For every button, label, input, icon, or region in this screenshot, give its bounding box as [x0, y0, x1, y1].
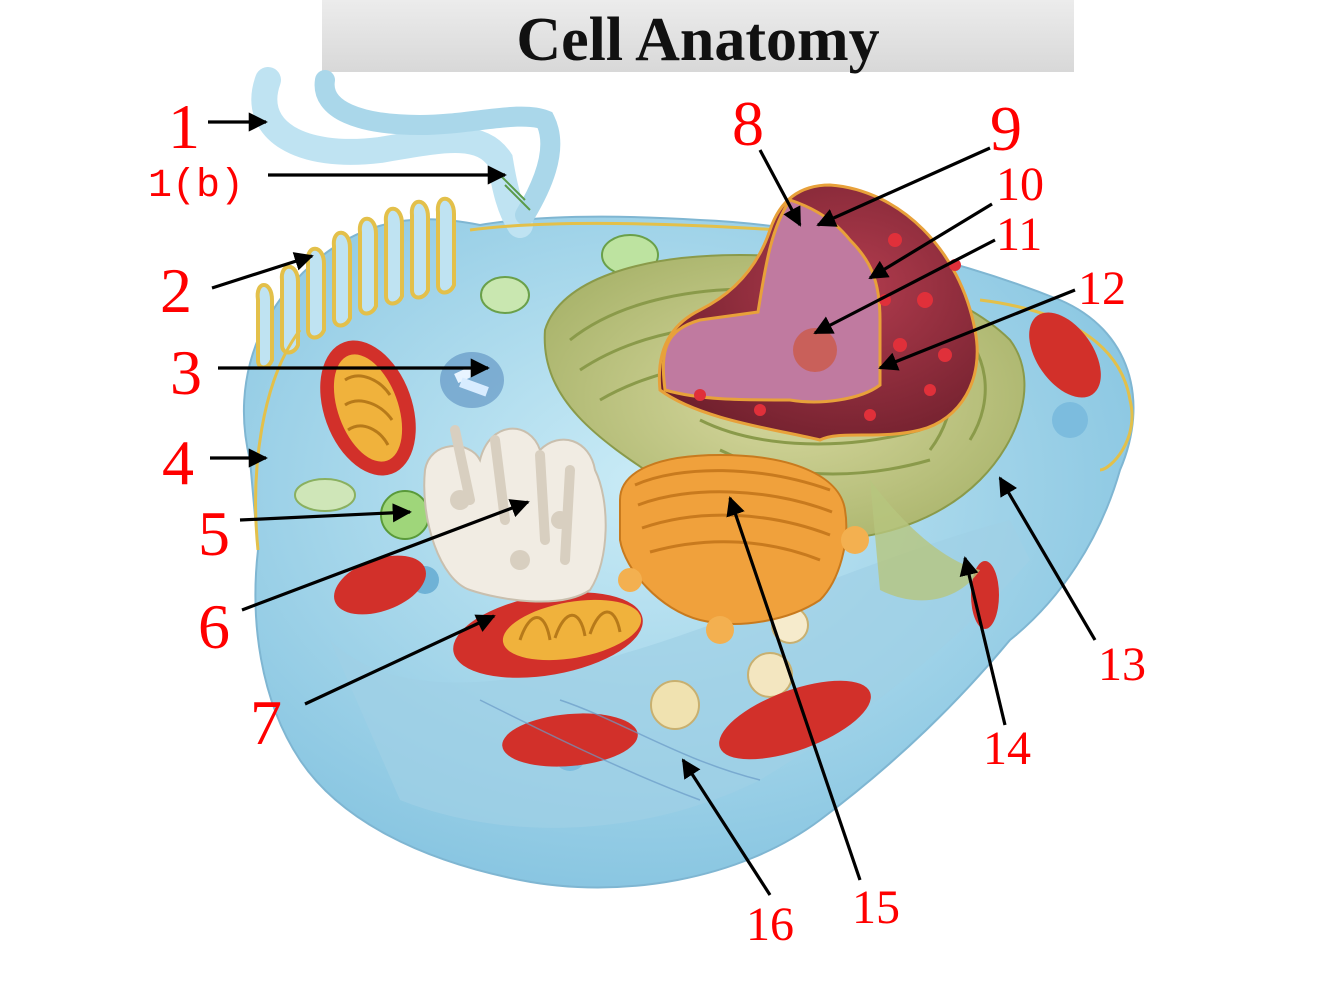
golgi-apparatus: [618, 453, 869, 644]
label-8: 8: [732, 88, 764, 159]
label-7: 7: [250, 687, 282, 758]
label-10: 10: [996, 158, 1044, 211]
label-14: 14: [983, 722, 1031, 775]
label-2: 2: [160, 255, 192, 326]
flagellum: [251, 67, 561, 238]
mitochondrion-upper: [320, 340, 416, 476]
label-4: 4: [162, 427, 194, 498]
label-arrows: [208, 112, 1097, 896]
nucleus: [657, 183, 979, 442]
label-1: 1: [168, 91, 200, 162]
title-bar: [322, 0, 1074, 72]
label-5: 5: [198, 498, 230, 569]
label-13: 13: [1098, 638, 1146, 691]
label-11: 11: [996, 208, 1042, 261]
label-1b: 1(b): [148, 164, 244, 209]
smooth-er: [423, 425, 607, 603]
microvilli: [255, 196, 456, 370]
label-6: 6: [198, 591, 230, 662]
label-15: 15: [852, 881, 900, 934]
label-3: 3: [170, 337, 202, 408]
label-9: 9: [990, 93, 1022, 164]
mitochondrion-lower: [453, 592, 643, 678]
mitochondria-other: [334, 312, 1101, 767]
label-12: 12: [1078, 262, 1126, 315]
centriole: [440, 352, 504, 408]
diagram-title: Cell Anatomy: [516, 6, 880, 74]
label-16: 16: [746, 898, 794, 951]
cytoskeleton: [479, 699, 761, 801]
